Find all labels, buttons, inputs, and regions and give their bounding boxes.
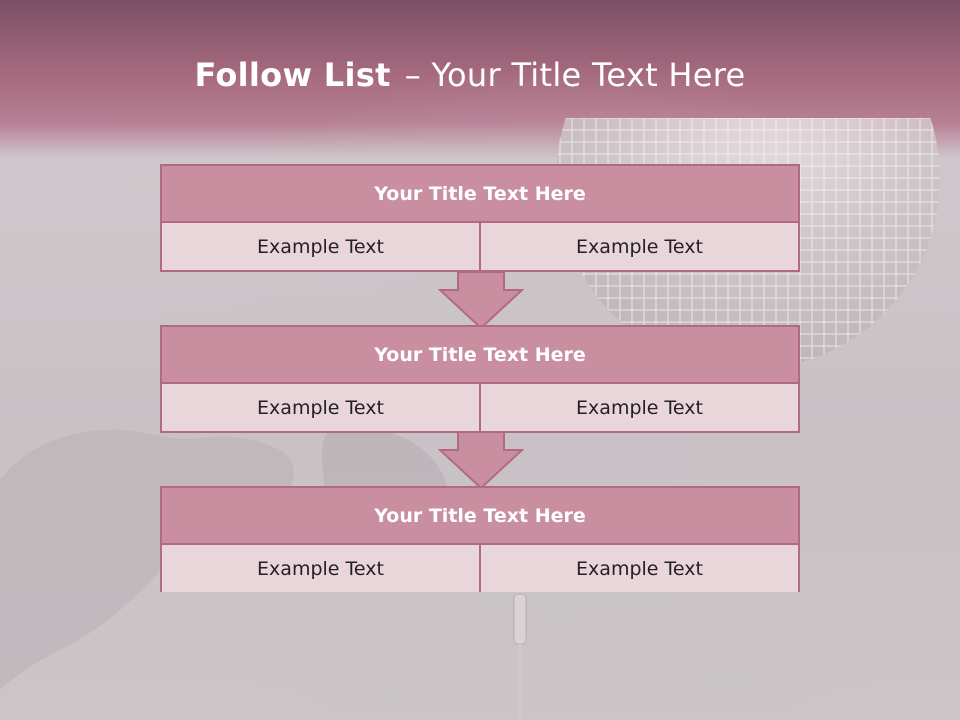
step-title: Your Title Text Here (162, 488, 798, 545)
microphone-icon (513, 593, 527, 720)
step-row: Example Text Example Text (162, 545, 798, 592)
step-block-2: Your Title Text Here Example Text Exampl… (160, 325, 800, 433)
step-row: Example Text Example Text (162, 384, 798, 431)
slide-title: Follow List – Your Title Text Here (0, 56, 940, 94)
step-cell-left: Example Text (162, 545, 481, 592)
step-block-3: Your Title Text Here Example Text Exampl… (160, 486, 800, 592)
title-rest-part: – Your Title Text Here (404, 56, 746, 94)
title-bold-part: Follow List (194, 56, 391, 94)
step-title: Your Title Text Here (162, 327, 798, 384)
step-cell-left: Example Text (162, 223, 481, 270)
step-row: Example Text Example Text (162, 223, 798, 270)
step-cell-right: Example Text (481, 223, 798, 270)
down-arrow-icon (438, 272, 524, 330)
step-cell-left: Example Text (162, 384, 481, 431)
step-title: Your Title Text Here (162, 166, 798, 223)
step-cell-right: Example Text (481, 384, 798, 431)
step-cell-right: Example Text (481, 545, 798, 592)
down-arrow-icon (438, 432, 524, 490)
step-block-1: Your Title Text Here Example Text Exampl… (160, 164, 800, 272)
